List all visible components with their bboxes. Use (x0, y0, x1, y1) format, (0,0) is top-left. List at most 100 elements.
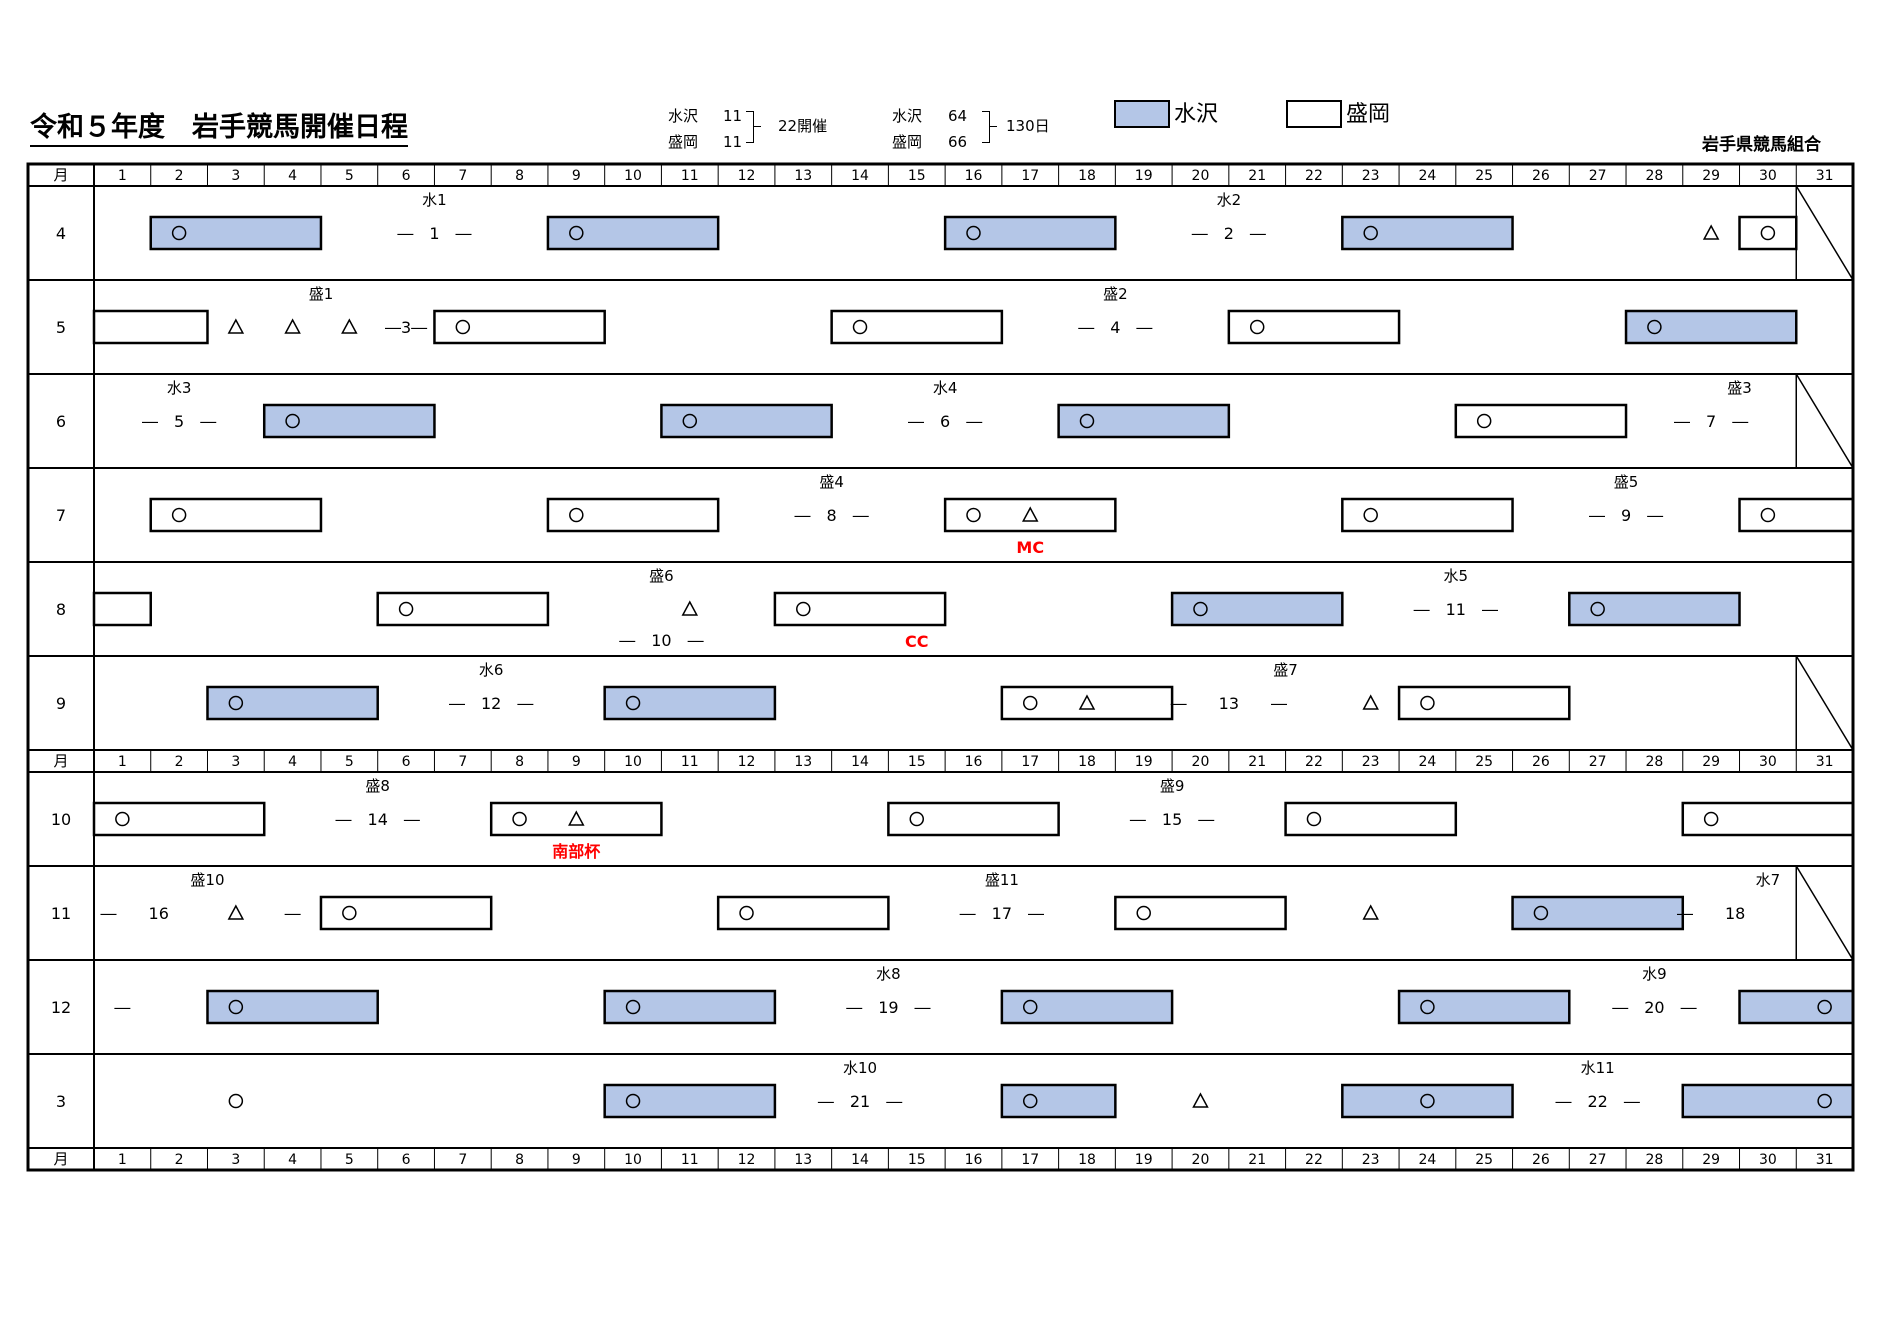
special-race-label: CC (905, 632, 928, 651)
meet-bar-mizusawa (1511, 895, 1685, 931)
day-number: 19 (1135, 1152, 1153, 1168)
session-number: ― 9 ― (1589, 506, 1663, 525)
meet-bar-mizusawa (1057, 403, 1231, 439)
day-number: 20 (1192, 1152, 1210, 1168)
month-label: 7 (56, 506, 66, 525)
session-number: ― 12 ― (449, 694, 533, 713)
race-day-circle (1703, 811, 1719, 827)
race-day-triangle (227, 904, 245, 920)
session-number: ― 21 ― (818, 1092, 902, 1111)
day-number: 25 (1475, 168, 1493, 184)
meet-bar-morioka (1681, 801, 1855, 837)
day-number: 19 (1135, 754, 1153, 770)
session-label: 盛9 (1160, 777, 1185, 795)
meet-bar-mizusawa (1568, 591, 1741, 627)
month-header-label: 月 (53, 752, 68, 770)
meet-bar-morioka (943, 497, 1117, 533)
day-number: 4 (288, 168, 297, 184)
race-day-circle (1590, 601, 1605, 617)
day-number: 10 (624, 754, 642, 770)
meet-bar-morioka (92, 591, 152, 627)
meet-bar-morioka (92, 801, 266, 837)
meet-bar-mizusawa (1341, 1083, 1514, 1119)
day-number: 17 (1021, 754, 1039, 770)
race-day-circle (455, 319, 471, 335)
session-number: ― 20 ― (1612, 998, 1696, 1017)
day-number: 28 (1645, 754, 1663, 770)
meet-bar-mizusawa (603, 1083, 777, 1119)
day-number: 11 (681, 754, 699, 770)
summary-total: 22開催 (778, 117, 828, 135)
day-number: 15 (908, 754, 926, 770)
day-number: 1 (118, 754, 127, 770)
meet-bar-morioka (433, 309, 606, 345)
day-number: 4 (288, 1152, 297, 1168)
session-number: ― 11 ― (1414, 600, 1498, 619)
meet-bar-mizusawa (660, 403, 833, 439)
day-number: 3 (231, 168, 240, 184)
day-number: 5 (345, 754, 354, 770)
unused-day-slash (1795, 185, 1854, 281)
day-number: 29 (1702, 168, 1720, 184)
race-day-circle (682, 413, 698, 429)
day-number: 20 (1192, 754, 1210, 770)
race-day-circle (1420, 999, 1435, 1015)
summary-brace (982, 111, 997, 143)
race-day-circle (1420, 695, 1435, 711)
race-day-circle (1363, 507, 1378, 523)
day-number: 11 (681, 168, 699, 184)
day-number: 17 (1021, 168, 1039, 184)
meet-bar-mizusawa (149, 215, 323, 251)
race-day-circle (1249, 319, 1265, 335)
session-number: ― 19 ― (846, 998, 930, 1017)
day-number: 27 (1589, 168, 1607, 184)
meet-bar-morioka (1738, 215, 1798, 251)
meet-bar-morioka (1738, 497, 1855, 533)
day-number: 6 (402, 168, 411, 184)
unused-day-slash (1795, 865, 1854, 961)
session-label: 盛11 (985, 871, 1019, 889)
race-day-circle (625, 1093, 641, 1109)
meet-bar-mizusawa (206, 685, 379, 721)
day-number: 30 (1759, 1152, 1777, 1168)
day-header-row (27, 163, 1854, 187)
day-number: 14 (851, 754, 869, 770)
session-number: ― 1 ― (397, 224, 471, 243)
day-number: 29 (1702, 754, 1720, 770)
race-day-circle (1476, 413, 1492, 429)
meet-bar-morioka (830, 309, 1004, 345)
day-number: 28 (1645, 1152, 1663, 1168)
month-label: 10 (51, 810, 71, 829)
meet-bar-morioka (773, 591, 947, 627)
session-label: 盛8 (365, 777, 390, 795)
race-day-circle (1079, 413, 1095, 429)
race-day-triangle (341, 318, 358, 334)
race-day-circle (228, 1093, 244, 1109)
race-day-circle (852, 319, 868, 335)
day-number: 9 (572, 1152, 581, 1168)
day-number: 5 (345, 1152, 354, 1168)
summary-value: 11 (723, 107, 743, 125)
organization-name: 岩手県競馬組合 (1702, 135, 1821, 155)
meet-bar-morioka (149, 497, 323, 533)
session-number: ― 8 ― (795, 506, 869, 525)
meet-bar-morioka (1341, 497, 1514, 533)
meet-bar-mizusawa (1397, 989, 1571, 1025)
day-number: 24 (1419, 1152, 1437, 1168)
day-number: 24 (1419, 754, 1437, 770)
session-number: ― 22 ― (1555, 1092, 1639, 1111)
day-number: 23 (1362, 168, 1380, 184)
session-number: ― (285, 904, 301, 923)
meet-bar-mizusawa (206, 989, 379, 1025)
race-day-triangle (1362, 904, 1379, 920)
day-number: 17 (1021, 1152, 1039, 1168)
race-day-circle (171, 507, 187, 523)
day-number: 18 (1078, 1152, 1096, 1168)
day-header-row (27, 1147, 1854, 1171)
meet-bar-morioka (1454, 403, 1628, 439)
day-number: 1 (118, 168, 127, 184)
race-day-circle (625, 695, 641, 711)
race-day-circle (1760, 225, 1776, 241)
summary-total: 130日 (1006, 117, 1050, 135)
